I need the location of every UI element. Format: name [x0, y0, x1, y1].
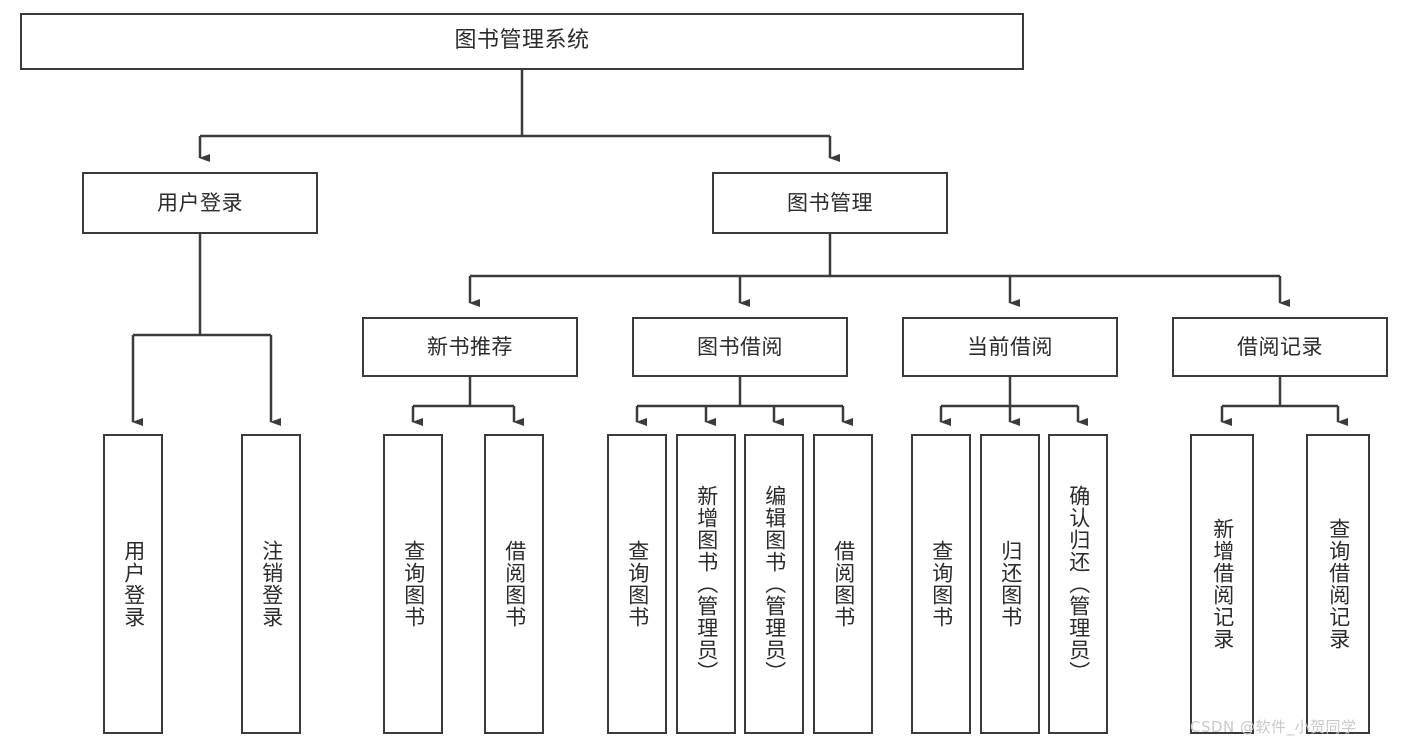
node-label: 新书推荐	[427, 334, 513, 359]
node-label: 查询借阅记录	[1326, 518, 1351, 650]
node-label: 查询图书	[401, 540, 426, 628]
node-label: 归还图书	[998, 540, 1023, 628]
leaf-query-book-recommend[interactable]: 查询图书	[383, 434, 443, 734]
leaf-user-login[interactable]: 用户登录	[103, 434, 163, 734]
node-label: 图书借阅	[697, 334, 783, 359]
node-label: 图书管理系统	[454, 28, 590, 54]
leaf-query-book-borrow[interactable]: 查询图书	[607, 434, 667, 734]
node-label: 借阅图书	[502, 540, 527, 628]
node-label: 当前借阅	[967, 334, 1053, 359]
node-label: 查询图书	[625, 540, 650, 628]
node-borrow-record[interactable]: 借阅记录	[1172, 317, 1388, 377]
node-label: 用户登录	[121, 540, 146, 628]
node-book-management[interactable]: 图书管理	[712, 172, 948, 234]
node-book-borrow[interactable]: 图书借阅	[632, 317, 848, 377]
node-label: 查询图书	[929, 540, 954, 628]
node-label: 编辑图书（管理员）	[762, 485, 787, 683]
node-label: 借阅记录	[1237, 334, 1323, 359]
node-user-login[interactable]: 用户登录	[82, 172, 318, 234]
leaf-confirm-return[interactable]: 确认归还（管理员）	[1048, 434, 1108, 734]
node-label: 借阅图书	[831, 540, 856, 628]
node-label: 用户登录	[157, 190, 243, 215]
node-current-borrow[interactable]: 当前借阅	[902, 317, 1118, 377]
node-label: 图书管理	[787, 190, 873, 215]
node-root-system[interactable]: 图书管理系统	[20, 13, 1024, 70]
leaf-return-book[interactable]: 归还图书	[980, 434, 1040, 734]
leaf-borrow-book[interactable]: 借阅图书	[813, 434, 873, 734]
node-label: 注销登录	[259, 540, 284, 628]
leaf-add-book[interactable]: 新增图书（管理员）	[676, 434, 736, 734]
leaf-borrow-book-recommend[interactable]: 借阅图书	[484, 434, 544, 734]
leaf-edit-book[interactable]: 编辑图书（管理员）	[744, 434, 804, 734]
leaf-query-book-current[interactable]: 查询图书	[911, 434, 971, 734]
node-label: 新增图书（管理员）	[694, 485, 719, 683]
leaf-query-borrow-record[interactable]: 查询借阅记录	[1306, 434, 1370, 734]
csdn-watermark: CSDN @软件_小贺同学	[1190, 718, 1357, 736]
node-new-book-recommend[interactable]: 新书推荐	[362, 317, 578, 377]
node-label: 新增借阅记录	[1210, 518, 1235, 650]
leaf-logout-login[interactable]: 注销登录	[241, 434, 301, 734]
node-label: 确认归还（管理员）	[1066, 485, 1091, 683]
leaf-add-borrow-record[interactable]: 新增借阅记录	[1190, 434, 1254, 734]
